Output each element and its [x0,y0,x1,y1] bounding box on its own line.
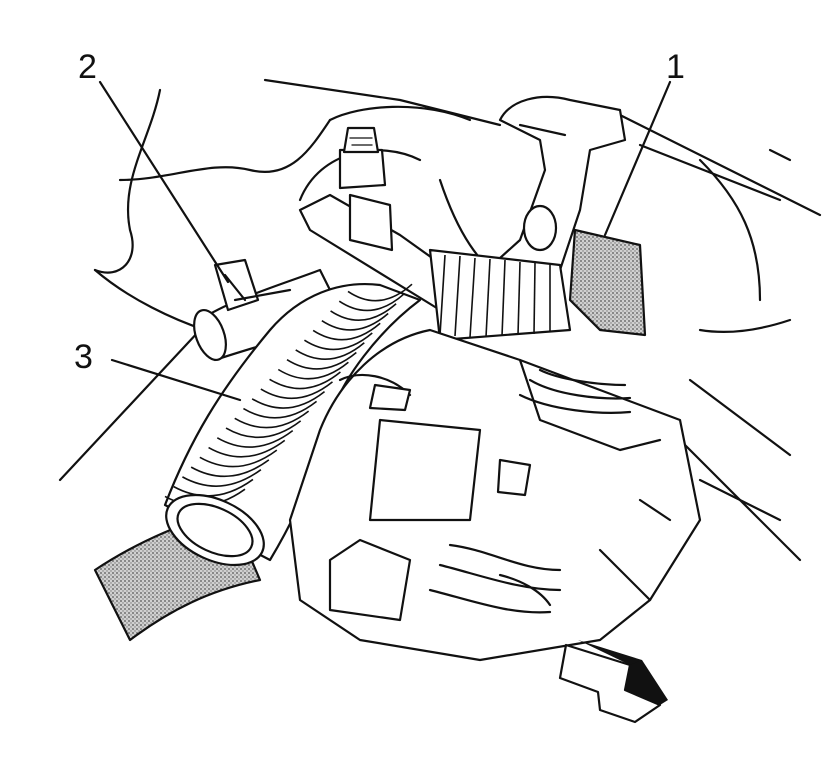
leader-3 [110,358,242,402]
mounting-bracket [298,95,627,312]
duct-rib [199,449,278,468]
duct-rib [216,429,294,448]
shaded-bracket-part [568,228,647,337]
duct-rib [243,400,318,419]
callout-1: 1 [666,48,685,86]
duct-rib [260,381,333,400]
duct-rib [173,478,254,497]
duct-rib [312,322,381,341]
duct-rib [321,312,389,331]
duct-rib [269,371,341,390]
duct-rib [347,283,413,302]
hose-clamp [213,258,260,312]
duct-rib [208,439,286,458]
duct-rib [295,342,365,361]
duct-rib [277,361,349,380]
duct-rib [251,390,326,409]
duct-rib [338,293,405,312]
duct-rib [190,459,270,478]
leader-lines [98,80,672,402]
leader-1 [603,80,672,237]
duct-rib [330,303,397,321]
component-housing [288,328,702,662]
duct-rib [182,469,262,487]
background-edge [58,328,202,482]
duct-rib [286,351,357,370]
corrugated-duct [163,283,422,567]
duct-rib [303,332,373,351]
corrugated-section-upper [428,248,572,342]
duct-rib [225,420,302,439]
callout-3: 3 [74,338,93,376]
duct-rib [234,410,310,429]
upper-hose [193,258,347,362]
leader-2 [98,80,230,284]
bolt-stud [338,126,387,190]
arrow-right-down-icon [558,640,668,724]
callout-2: 2 [78,48,97,86]
